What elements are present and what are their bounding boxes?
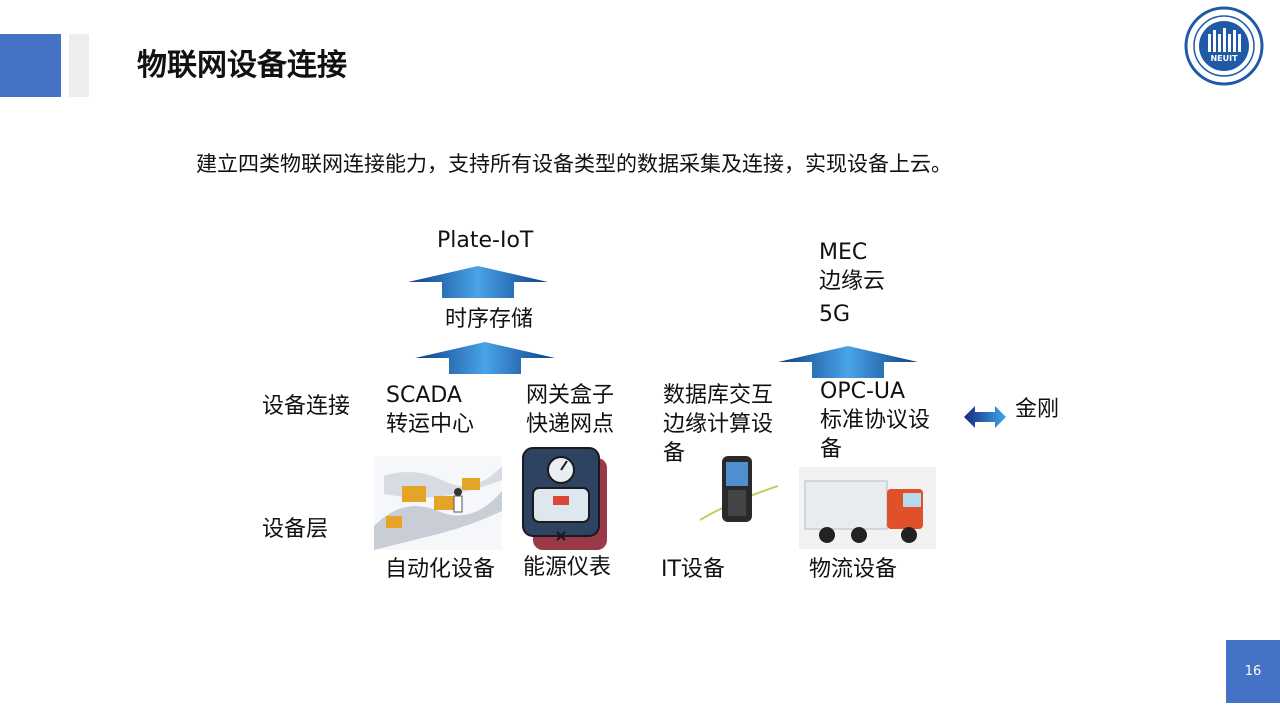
connection-gateway-line1: 网关盒子 xyxy=(526,383,615,408)
logo-text: NEUIT xyxy=(1210,54,1238,63)
up-arrow-icon xyxy=(778,346,918,378)
5g-label: 5G xyxy=(819,302,851,327)
up-arrow-icon xyxy=(408,266,548,298)
connection-scada-line1: SCADA xyxy=(386,383,462,408)
connection-opcua-line3: 备 xyxy=(820,437,843,462)
row-label-connection: 设备连接 xyxy=(262,394,351,419)
logistics-truck-illustration xyxy=(799,467,936,549)
slide-subtitle: 建立四类物联网连接能力，支持所有设备类型的数据采集及连接，实现设备上云。 xyxy=(196,152,952,176)
connection-scada-line2: 转运中心 xyxy=(386,412,475,437)
device-meter-label: 能源仪表 xyxy=(523,555,612,580)
device-automation-label: 自动化设备 xyxy=(385,557,496,582)
handheld-terminal-illustration xyxy=(700,452,778,526)
slide-title: 物联网设备连接 xyxy=(137,48,347,83)
device-logistics-label: 物流设备 xyxy=(809,557,898,582)
connection-opcua-line1: OPC-UA xyxy=(820,379,906,404)
mec-label: MEC xyxy=(819,240,868,265)
university-logo: NEUIT xyxy=(1184,6,1264,86)
connection-database-line3: 备 xyxy=(663,441,686,466)
connection-database-line1: 数据库交互 xyxy=(663,383,774,408)
connection-database-line2: 边缘计算设 xyxy=(663,412,774,437)
device-it-label: IT设备 xyxy=(661,557,725,582)
connection-opcua-line2: 标准协议设 xyxy=(820,408,931,433)
double-arrow-icon xyxy=(964,405,1006,429)
header-accent-stripe xyxy=(69,34,89,97)
up-arrow-icon xyxy=(415,342,555,374)
timeseries-storage-label: 时序存储 xyxy=(445,307,534,332)
row-label-device: 设备层 xyxy=(262,517,329,542)
edge-cloud-label: 边缘云 xyxy=(819,269,886,294)
automation-conveyor-illustration xyxy=(374,456,502,550)
jingang-label: 金刚 xyxy=(1015,397,1060,422)
connection-gateway-line2: 快递网点 xyxy=(526,412,615,437)
plate-iot-label: Plate-IoT xyxy=(437,228,534,253)
header-accent-block xyxy=(0,34,61,97)
page-number: 16 xyxy=(1226,640,1280,703)
energy-meter-illustration xyxy=(521,446,607,550)
